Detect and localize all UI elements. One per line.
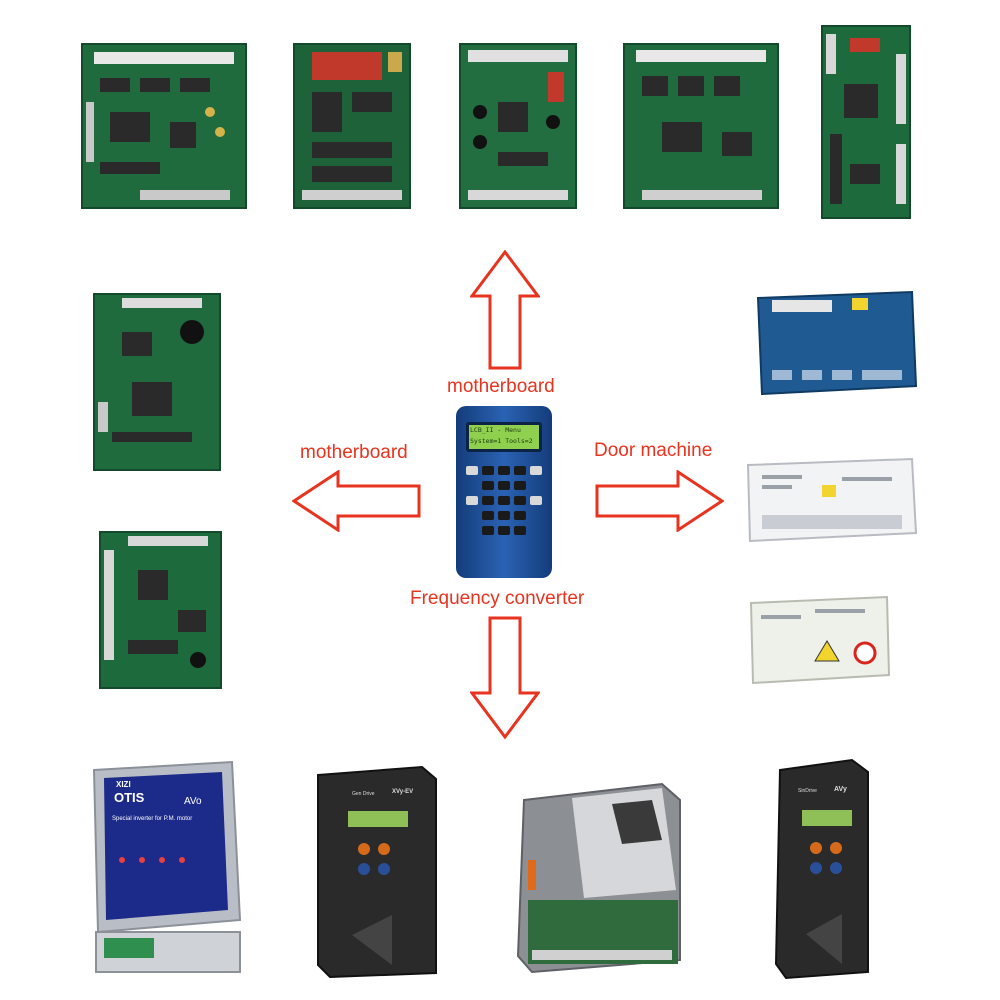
drive-inverter-4: SinDrive AVy	[772, 758, 872, 980]
label-door-machine: Door machine	[594, 440, 713, 461]
pcb-board-left-1	[93, 293, 221, 471]
door-controller-1	[756, 290, 918, 396]
pcb-board-left-2	[99, 531, 222, 689]
pcb-board-3	[459, 43, 577, 209]
door-controller-2	[746, 457, 918, 543]
pcb-board-4	[623, 43, 779, 209]
pcb-board-2	[293, 43, 411, 209]
drive2-series: Gen Drive	[352, 791, 375, 797]
drive2-model: XVy-EV	[392, 789, 414, 795]
otis-subtitle: Special inverter for P.M. motor	[112, 816, 193, 822]
door-controller-3	[749, 595, 891, 685]
drive-inverter-2: Gen Drive XVy-EV	[312, 765, 442, 980]
otis-model: AVo	[184, 796, 202, 807]
arrow-down	[470, 616, 540, 740]
pcb-board-5	[821, 25, 911, 219]
drive4-series: SinDrive	[798, 788, 817, 794]
arrow-right	[595, 470, 724, 532]
lcd-line-2: System=1 Tools=2	[470, 437, 533, 445]
drive-inverter-3-open	[516, 782, 681, 974]
otis-brand: XIZI	[116, 780, 131, 789]
otis-avo-inverter: XIZI OTIS AVo Special inverter for P.M. …	[92, 760, 242, 975]
drive4-model: AVy	[834, 786, 847, 793]
lcd-line-1: LCB_II - Menu	[470, 426, 521, 434]
otis-name: OTIS	[114, 790, 145, 805]
arrow-up	[470, 250, 540, 370]
label-motherboard-top: motherboard	[447, 376, 555, 397]
label-frequency-converter: Frequency converter	[410, 588, 585, 609]
arrow-left	[292, 470, 421, 532]
service-tool-handheld: LCB_II - Menu System=1 Tools=2	[454, 404, 554, 580]
pcb-board-1	[81, 43, 247, 209]
label-motherboard-left: motherboard	[300, 442, 408, 463]
